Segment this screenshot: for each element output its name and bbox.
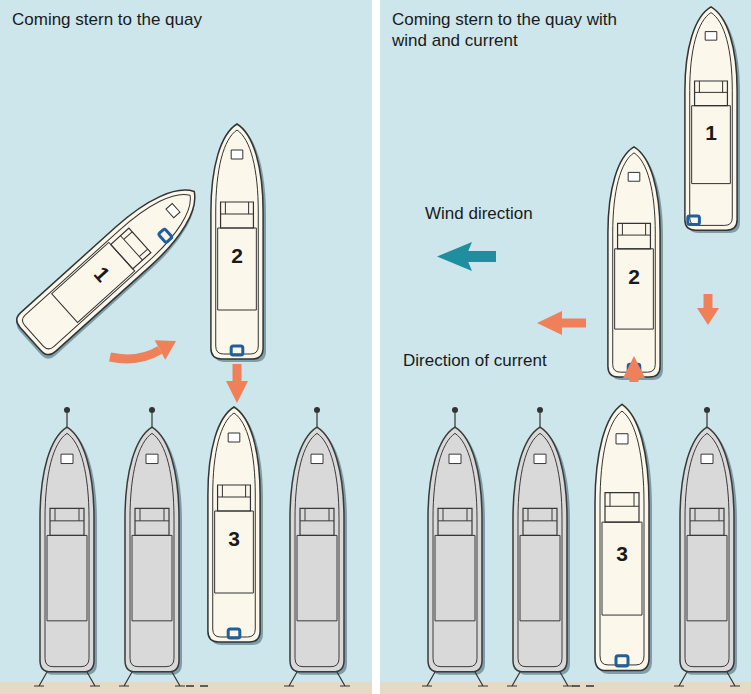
moored-boat <box>507 407 573 686</box>
drawing-part <box>40 427 94 672</box>
moored-boat <box>674 407 740 686</box>
boat-hull <box>211 124 263 359</box>
boat-outline <box>592 402 652 674</box>
drawing-part <box>125 427 179 672</box>
boat-shape: 2 <box>605 145 663 380</box>
number-holder: 3 <box>592 542 652 566</box>
boat-shape: 1 <box>9 169 215 363</box>
drawing-part <box>507 672 573 686</box>
outboard-motor <box>688 216 700 225</box>
boat-number: 1 <box>705 121 717 144</box>
boat-number: 3 <box>228 527 240 550</box>
label-holder: Direction of current <box>403 350 547 371</box>
boat-hull <box>595 404 649 670</box>
drawing-part <box>151 413 152 427</box>
number-holder: 3 <box>205 527 263 551</box>
wind-arrow-head <box>437 242 472 271</box>
boat-shape: 1 <box>682 5 740 233</box>
boat-outline <box>208 122 266 362</box>
boat-outline <box>605 145 663 380</box>
drawing-part <box>428 427 482 672</box>
moored-boat <box>422 407 488 686</box>
boat-outline <box>205 405 263 645</box>
number-holder: 1 <box>682 121 740 145</box>
drawing-part <box>513 427 567 672</box>
approach-arrow <box>630 378 639 382</box>
boat-hull <box>685 7 737 230</box>
number-holder: 2 <box>208 244 266 268</box>
outboard-motor <box>158 229 172 243</box>
boat-number: 2 <box>628 265 640 288</box>
drawing-part <box>539 413 540 427</box>
moored-boat <box>34 407 100 686</box>
drawing-part <box>706 413 707 427</box>
quay <box>380 682 751 694</box>
current-arrow <box>560 319 586 328</box>
drawing-part <box>64 407 70 413</box>
outboard-motor <box>231 346 243 355</box>
number-holder: 2 <box>605 265 663 289</box>
drift-arrow-head <box>697 308 719 325</box>
drawing-part <box>119 672 185 686</box>
drawing-part <box>680 427 734 672</box>
boat-number: 1 <box>90 262 115 286</box>
drawing-part <box>674 672 740 686</box>
boat-outline <box>682 5 740 233</box>
current-label: Direction of current <box>403 351 547 370</box>
turn-arrow <box>110 350 160 359</box>
outboard-motor <box>628 364 640 373</box>
moored-boat <box>284 407 350 686</box>
outboard-motor <box>228 629 240 638</box>
approach-arrow <box>233 364 242 381</box>
drawing-part <box>537 407 543 413</box>
boat-shape: 3 <box>592 402 652 674</box>
boat-hull <box>608 147 660 377</box>
drawing-part <box>316 413 317 427</box>
boat-number: 2 <box>231 244 243 267</box>
moored-boat <box>119 407 185 686</box>
panel-title: Coming stern to the quay <box>12 9 342 30</box>
drawing-part <box>452 407 458 413</box>
turn-arrow-head <box>155 340 176 359</box>
drawing-part <box>314 407 320 413</box>
drawing-part <box>290 427 344 672</box>
drawing-part <box>704 407 710 413</box>
current-arrow-head <box>537 311 562 335</box>
boat-shape: 3 <box>205 405 263 645</box>
boat-number: 3 <box>616 542 628 565</box>
panel-title: Coming stern to the quay with wind and c… <box>392 9 622 51</box>
quay-mark <box>200 685 208 687</box>
drawing-part <box>34 672 100 686</box>
drawing-part <box>66 413 67 427</box>
label-holder: Wind direction <box>425 203 533 224</box>
scene-panel: Coming stern to the quay 1 2 3 <box>0 0 372 694</box>
boat-shape: 2 <box>208 122 266 362</box>
quay <box>0 682 372 694</box>
water-left <box>0 0 372 694</box>
drawing-part <box>149 407 155 413</box>
drawing-part <box>284 672 350 686</box>
wind-arrow <box>466 251 496 262</box>
boat-hull <box>208 407 260 642</box>
quay-mark <box>586 685 594 687</box>
scene-panel: Coming stern to the quay with wind and c… <box>380 0 751 694</box>
drawing-part <box>454 413 455 427</box>
boat-outline <box>9 169 215 363</box>
drift-arrow <box>704 294 713 310</box>
water-right <box>380 0 751 694</box>
wind-label: Wind direction <box>425 204 533 223</box>
quay-mark <box>572 685 580 687</box>
boat-hull <box>13 172 212 358</box>
quay-mark <box>186 685 194 687</box>
outboard-motor <box>616 656 628 666</box>
drawing-part <box>422 672 488 686</box>
